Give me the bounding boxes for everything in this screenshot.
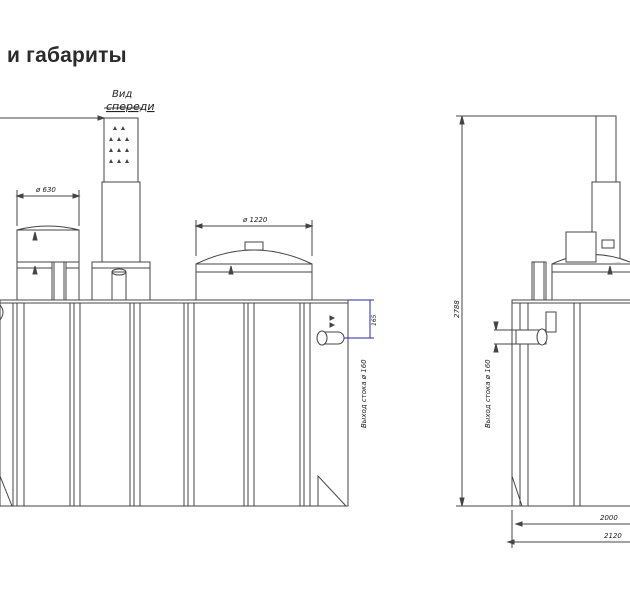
overall-height-label: 2788 (453, 300, 461, 318)
outlet-height-dimension (344, 299, 374, 339)
hatch-diameter-large-label: ø 1220 (242, 216, 268, 224)
view-label-top: Вид (112, 89, 132, 100)
outlet-height-label: 165 (371, 314, 378, 326)
control-column (91, 117, 151, 301)
section-title: и габариты (7, 44, 127, 67)
front-outlet-pipe (316, 315, 345, 346)
small-hatch (16, 225, 80, 301)
width-outer-label: 2120 (604, 532, 622, 540)
side-outlet-label: Выход стока ø 160 (484, 359, 492, 428)
front-outlet-label: Выход стока ø 160 (360, 359, 368, 428)
large-hatch (195, 241, 313, 301)
front-view (0, 107, 374, 507)
front-tank-body (0, 299, 349, 507)
width-inner-label: 2000 (600, 514, 618, 522)
hatch-diameter-small-label: ø 630 (35, 186, 56, 194)
view-label-bottom: спереди (106, 100, 155, 113)
control-indicators (109, 126, 129, 163)
front-tank-ribs (12, 303, 311, 506)
side-view (456, 115, 630, 548)
